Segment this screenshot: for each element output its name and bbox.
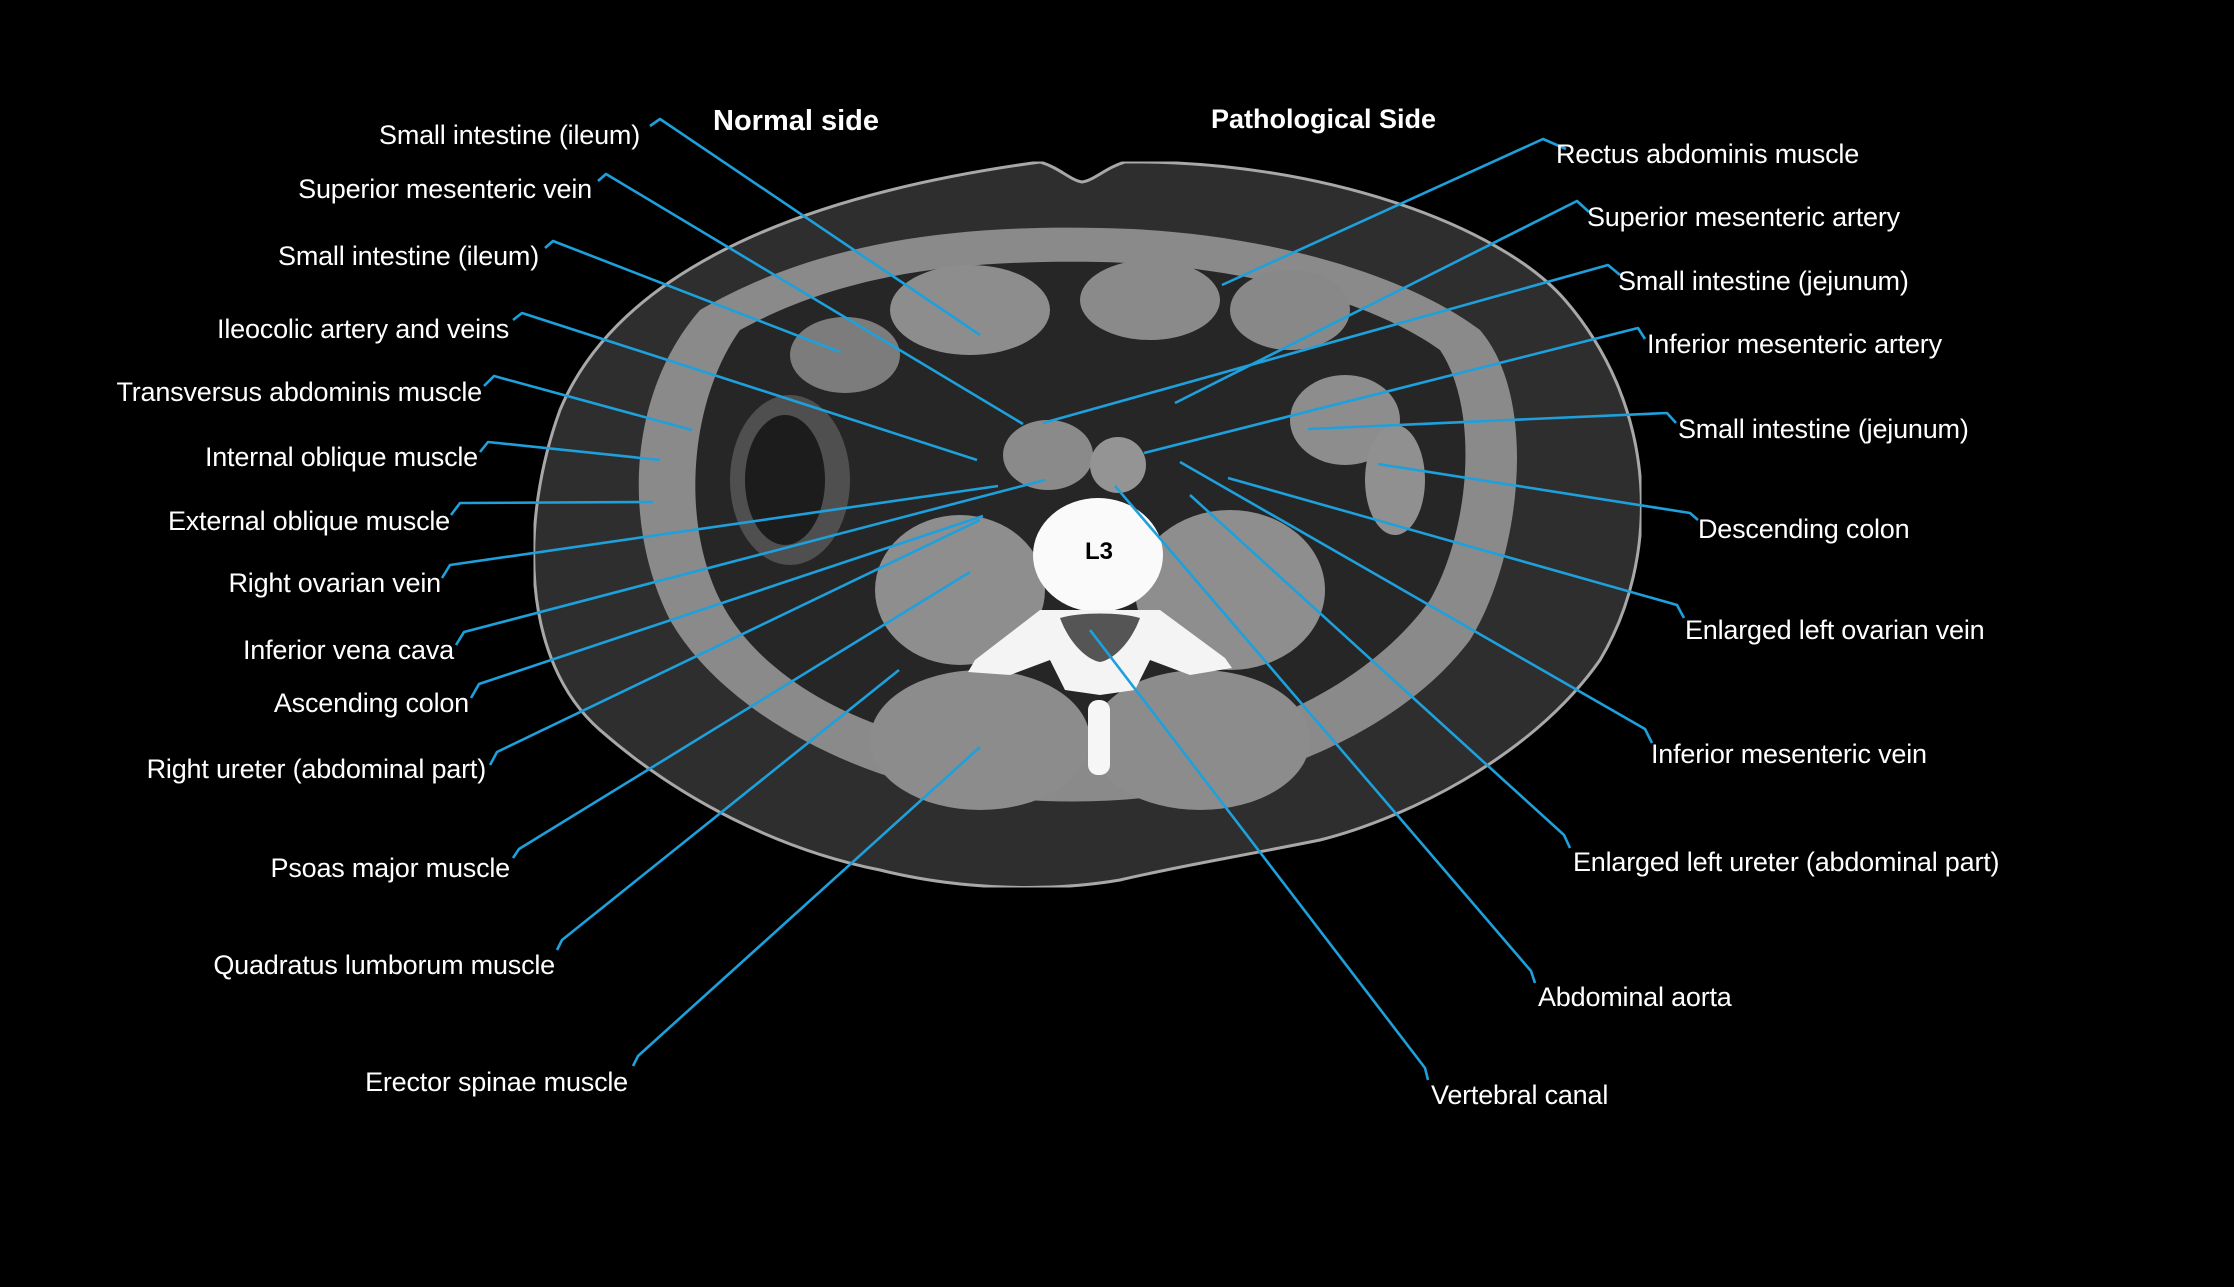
leader-jejunum-2 <box>1307 411 1677 431</box>
label-superior-mesenteric-artery: Superior mesenteric artery <box>1587 202 1900 232</box>
label-abdominal-aorta: Abdominal aorta <box>1538 982 1732 1012</box>
label-inferior-mesenteric-vein: Inferior mesenteric vein <box>1651 739 1927 769</box>
leader-rectus <box>1221 137 1567 287</box>
leader-left-ovarian-vein <box>1227 476 1686 619</box>
leader-left-ureter <box>1189 494 1572 849</box>
leader-descending-colon <box>1377 462 1699 521</box>
label-psoas-major: Psoas major muscle <box>270 853 511 883</box>
leader-imv <box>1179 460 1654 744</box>
leader-vertebral-canal <box>1088 629 1430 1081</box>
leader-ima <box>1143 326 1647 455</box>
leader-quadratus <box>555 668 900 951</box>
label-quadratus-lumborum: Quadratus lumborum muscle <box>213 950 555 980</box>
label-enlarged-left-ureter: Enlarged left ureter (abdominal part) <box>1573 847 2000 877</box>
leader-small-intestine-ileum-1 <box>649 117 981 337</box>
label-transversus-abdominis: Transversus abdominis muscle <box>116 377 482 407</box>
leader-internal-oblique <box>478 440 661 462</box>
label-right-ureter: Right ureter (abdominal part) <box>146 754 487 784</box>
label-external-oblique: External oblique muscle <box>167 506 450 536</box>
label-inferior-mesenteric-artery: Inferior mesenteric artery <box>1647 329 1942 359</box>
label-small-intestine-jejunum-1: Small intestine (jejunum) <box>1618 266 1909 296</box>
heading-pathological-side: Pathological Side <box>1211 104 1437 134</box>
label-small-intestine-jejunum-2: Small intestine (jejunum) <box>1678 414 1969 444</box>
label-inferior-vena-cava: Inferior vena cava <box>242 635 454 665</box>
leader-jejunum-1 <box>1042 263 1621 425</box>
leader-sma <box>1174 199 1590 405</box>
leader-aorta <box>1114 485 1537 984</box>
label-superior-mesenteric-vein: Superior mesenteric vein <box>298 174 592 204</box>
leader-ivc <box>454 478 1046 646</box>
leader-ascending-colon <box>469 514 984 699</box>
leader-erector <box>631 746 981 1067</box>
leader-lines <box>440 117 1699 1081</box>
leader-transversus <box>483 374 693 432</box>
label-right-ovarian-vein: Right ovarian vein <box>228 568 441 598</box>
label-small-intestine-ileum-2: Small intestine (ileum) <box>278 241 539 271</box>
vertebra-l3 <box>968 498 1232 775</box>
heading-normal-side: Normal side <box>713 105 879 137</box>
leader-right-ureter <box>488 518 981 766</box>
label-ascending-colon: Ascending colon <box>273 688 469 718</box>
label-ileocolic-artery-veins: Ileocolic artery and veins <box>217 314 509 344</box>
label-erector-spinae: Erector spinae muscle <box>365 1067 628 1097</box>
leader-small-intestine-ileum-2 <box>544 239 841 354</box>
label-enlarged-left-ovarian-vein: Enlarged left ovarian vein <box>1685 615 1985 645</box>
leader-psoas <box>511 570 971 859</box>
leader-right-ovarian-vein <box>440 484 999 579</box>
label-descending-colon: Descending colon <box>1698 514 1910 544</box>
label-small-intestine-ileum-1: Small intestine (ileum) <box>379 120 640 150</box>
label-vertebral-canal: Vertebral canal <box>1431 1080 1609 1110</box>
leader-external-oblique <box>449 500 654 516</box>
vertebral-level-label: L3 <box>1085 538 1114 565</box>
label-internal-oblique: Internal oblique muscle <box>204 442 478 472</box>
label-rectus-abdominis: Rectus abdominis muscle <box>1556 139 1860 169</box>
leader-ileocolic <box>512 311 978 462</box>
leader-superior-mesenteric-vein <box>597 172 1024 426</box>
